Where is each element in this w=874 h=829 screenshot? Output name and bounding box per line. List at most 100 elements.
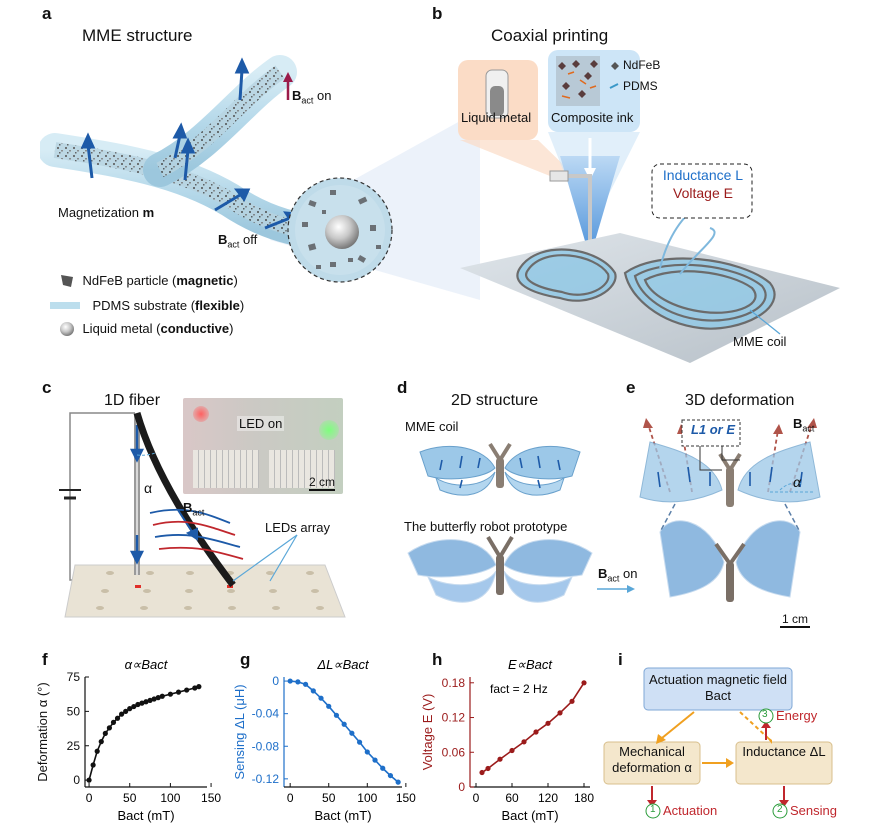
data-point <box>326 703 332 709</box>
panel-d-title: 2D structure <box>451 392 539 409</box>
y-tick-label: 0 <box>272 674 279 688</box>
bact-label-e: Bact <box>793 416 815 434</box>
data-point <box>569 698 575 704</box>
data-point <box>349 730 355 736</box>
coaxial-printing-illustration <box>458 50 840 363</box>
pdms-substrate-icon <box>50 302 80 310</box>
actuation-label: Actuation <box>663 803 718 818</box>
alpha-label-c: α <box>144 480 153 496</box>
data-point <box>110 719 117 725</box>
y-tick-label: 0.18 <box>442 676 466 690</box>
data-point <box>119 711 125 717</box>
data-point <box>192 685 198 691</box>
panel-c-title: 1D fiber <box>104 392 161 409</box>
y-tick-label: 0 <box>458 780 465 794</box>
x-tick-label: 100 <box>160 791 180 805</box>
legend-pdms: PDMS substrate (flexible) <box>50 297 244 315</box>
deformation-illustration <box>639 418 821 602</box>
bact-off-label: Bact off <box>218 232 258 250</box>
led-holes <box>96 571 324 610</box>
panel-label-g: g <box>240 650 251 669</box>
x-tick-label: 50 <box>123 791 137 805</box>
y-axis-label: Deformation α (°) <box>35 682 50 781</box>
y-tick-label: 50 <box>67 704 81 718</box>
data-point <box>175 689 182 695</box>
y-tick-label: 0.12 <box>442 711 466 725</box>
x-tick-label: 180 <box>574 791 594 805</box>
led-photo: LED on 2 cm <box>183 398 343 494</box>
x-tick-label: 100 <box>357 791 377 805</box>
data-point <box>90 762 96 768</box>
ndfeb-label: NdFeB <box>623 58 661 72</box>
data-point <box>509 747 515 754</box>
fiber-illustration <box>59 412 346 618</box>
y-axis-label: Sensing ΔL (μH) <box>232 684 247 779</box>
x-tick-label: 60 <box>505 791 519 805</box>
panel-label-a: a <box>42 4 52 23</box>
x-tick-label: 0 <box>86 791 93 805</box>
led-array-plate <box>64 564 346 618</box>
data-point <box>86 777 92 783</box>
chart-title: ΔL∝Bact <box>316 657 370 672</box>
leds-array-label: LEDs array <box>265 520 331 535</box>
prototype-label: The butterfly robot prototype <box>404 519 568 534</box>
data-point <box>295 679 301 685</box>
series-line <box>481 682 585 774</box>
actuation-number: 1 <box>650 804 656 815</box>
magnetization-label: Magnetization m <box>58 205 155 220</box>
data-point <box>545 720 551 726</box>
data-point <box>196 684 202 690</box>
data-point <box>98 739 104 745</box>
l1-or-e-box <box>681 419 741 447</box>
data-point <box>364 749 370 755</box>
mechanical-box <box>603 741 701 785</box>
alpha-label-e: α <box>793 474 801 490</box>
ndfeb-particle-icon <box>61 274 73 287</box>
legend-ndfeb: NdFeB particle (magnetic) <box>58 272 238 290</box>
x-tick-label: 0 <box>287 791 294 805</box>
data-point <box>127 706 133 712</box>
data-point <box>147 697 153 703</box>
pdms-label: PDMS <box>623 79 658 93</box>
data-point <box>557 710 563 716</box>
panel-label-e: e <box>626 378 636 397</box>
x-tick-label: 150 <box>396 791 416 805</box>
arrow-right-icon <box>597 585 635 593</box>
data-point <box>521 739 527 745</box>
panel-e-title: 3D deformation <box>685 392 795 409</box>
mme-structure-illustration <box>40 55 480 300</box>
x-axis-label: Bact (mT) <box>117 808 174 823</box>
butterfly-structures <box>407 442 593 603</box>
data-point <box>94 748 100 754</box>
l1-or-e-label: L1 or E <box>690 422 736 437</box>
data-point <box>341 721 347 727</box>
inductance-voltage-box <box>651 163 753 219</box>
y-axis-label: Voltage E (V) <box>420 694 435 771</box>
x-axis-label: Bact (mT) <box>314 808 371 823</box>
bent-fiber <box>133 412 236 588</box>
data-point <box>302 681 309 687</box>
data-point <box>356 739 363 745</box>
energy-label: Energy <box>776 708 818 723</box>
data-point <box>159 693 165 699</box>
chart-title: α∝Bact <box>125 657 169 672</box>
data-point <box>151 696 157 702</box>
liquid-metal-icon <box>60 321 74 336</box>
data-point <box>380 765 386 771</box>
data-point <box>318 695 324 701</box>
data-point <box>143 699 149 705</box>
data-point <box>131 703 137 710</box>
y-tick-label: 75 <box>67 670 81 684</box>
y-tick-label: -0.12 <box>252 772 280 786</box>
panel-label-d: d <box>397 378 408 397</box>
bact-on-label: Bact on <box>292 88 332 106</box>
actuation-box <box>643 667 793 711</box>
panel-label-b: b <box>432 4 443 23</box>
data-point <box>139 700 145 706</box>
inductance-box-label: Inductance ΔL <box>742 744 826 759</box>
data-point <box>287 678 293 684</box>
data-point <box>533 729 539 735</box>
butterfly-2d <box>419 442 581 496</box>
panel-label-i: i <box>618 650 623 669</box>
